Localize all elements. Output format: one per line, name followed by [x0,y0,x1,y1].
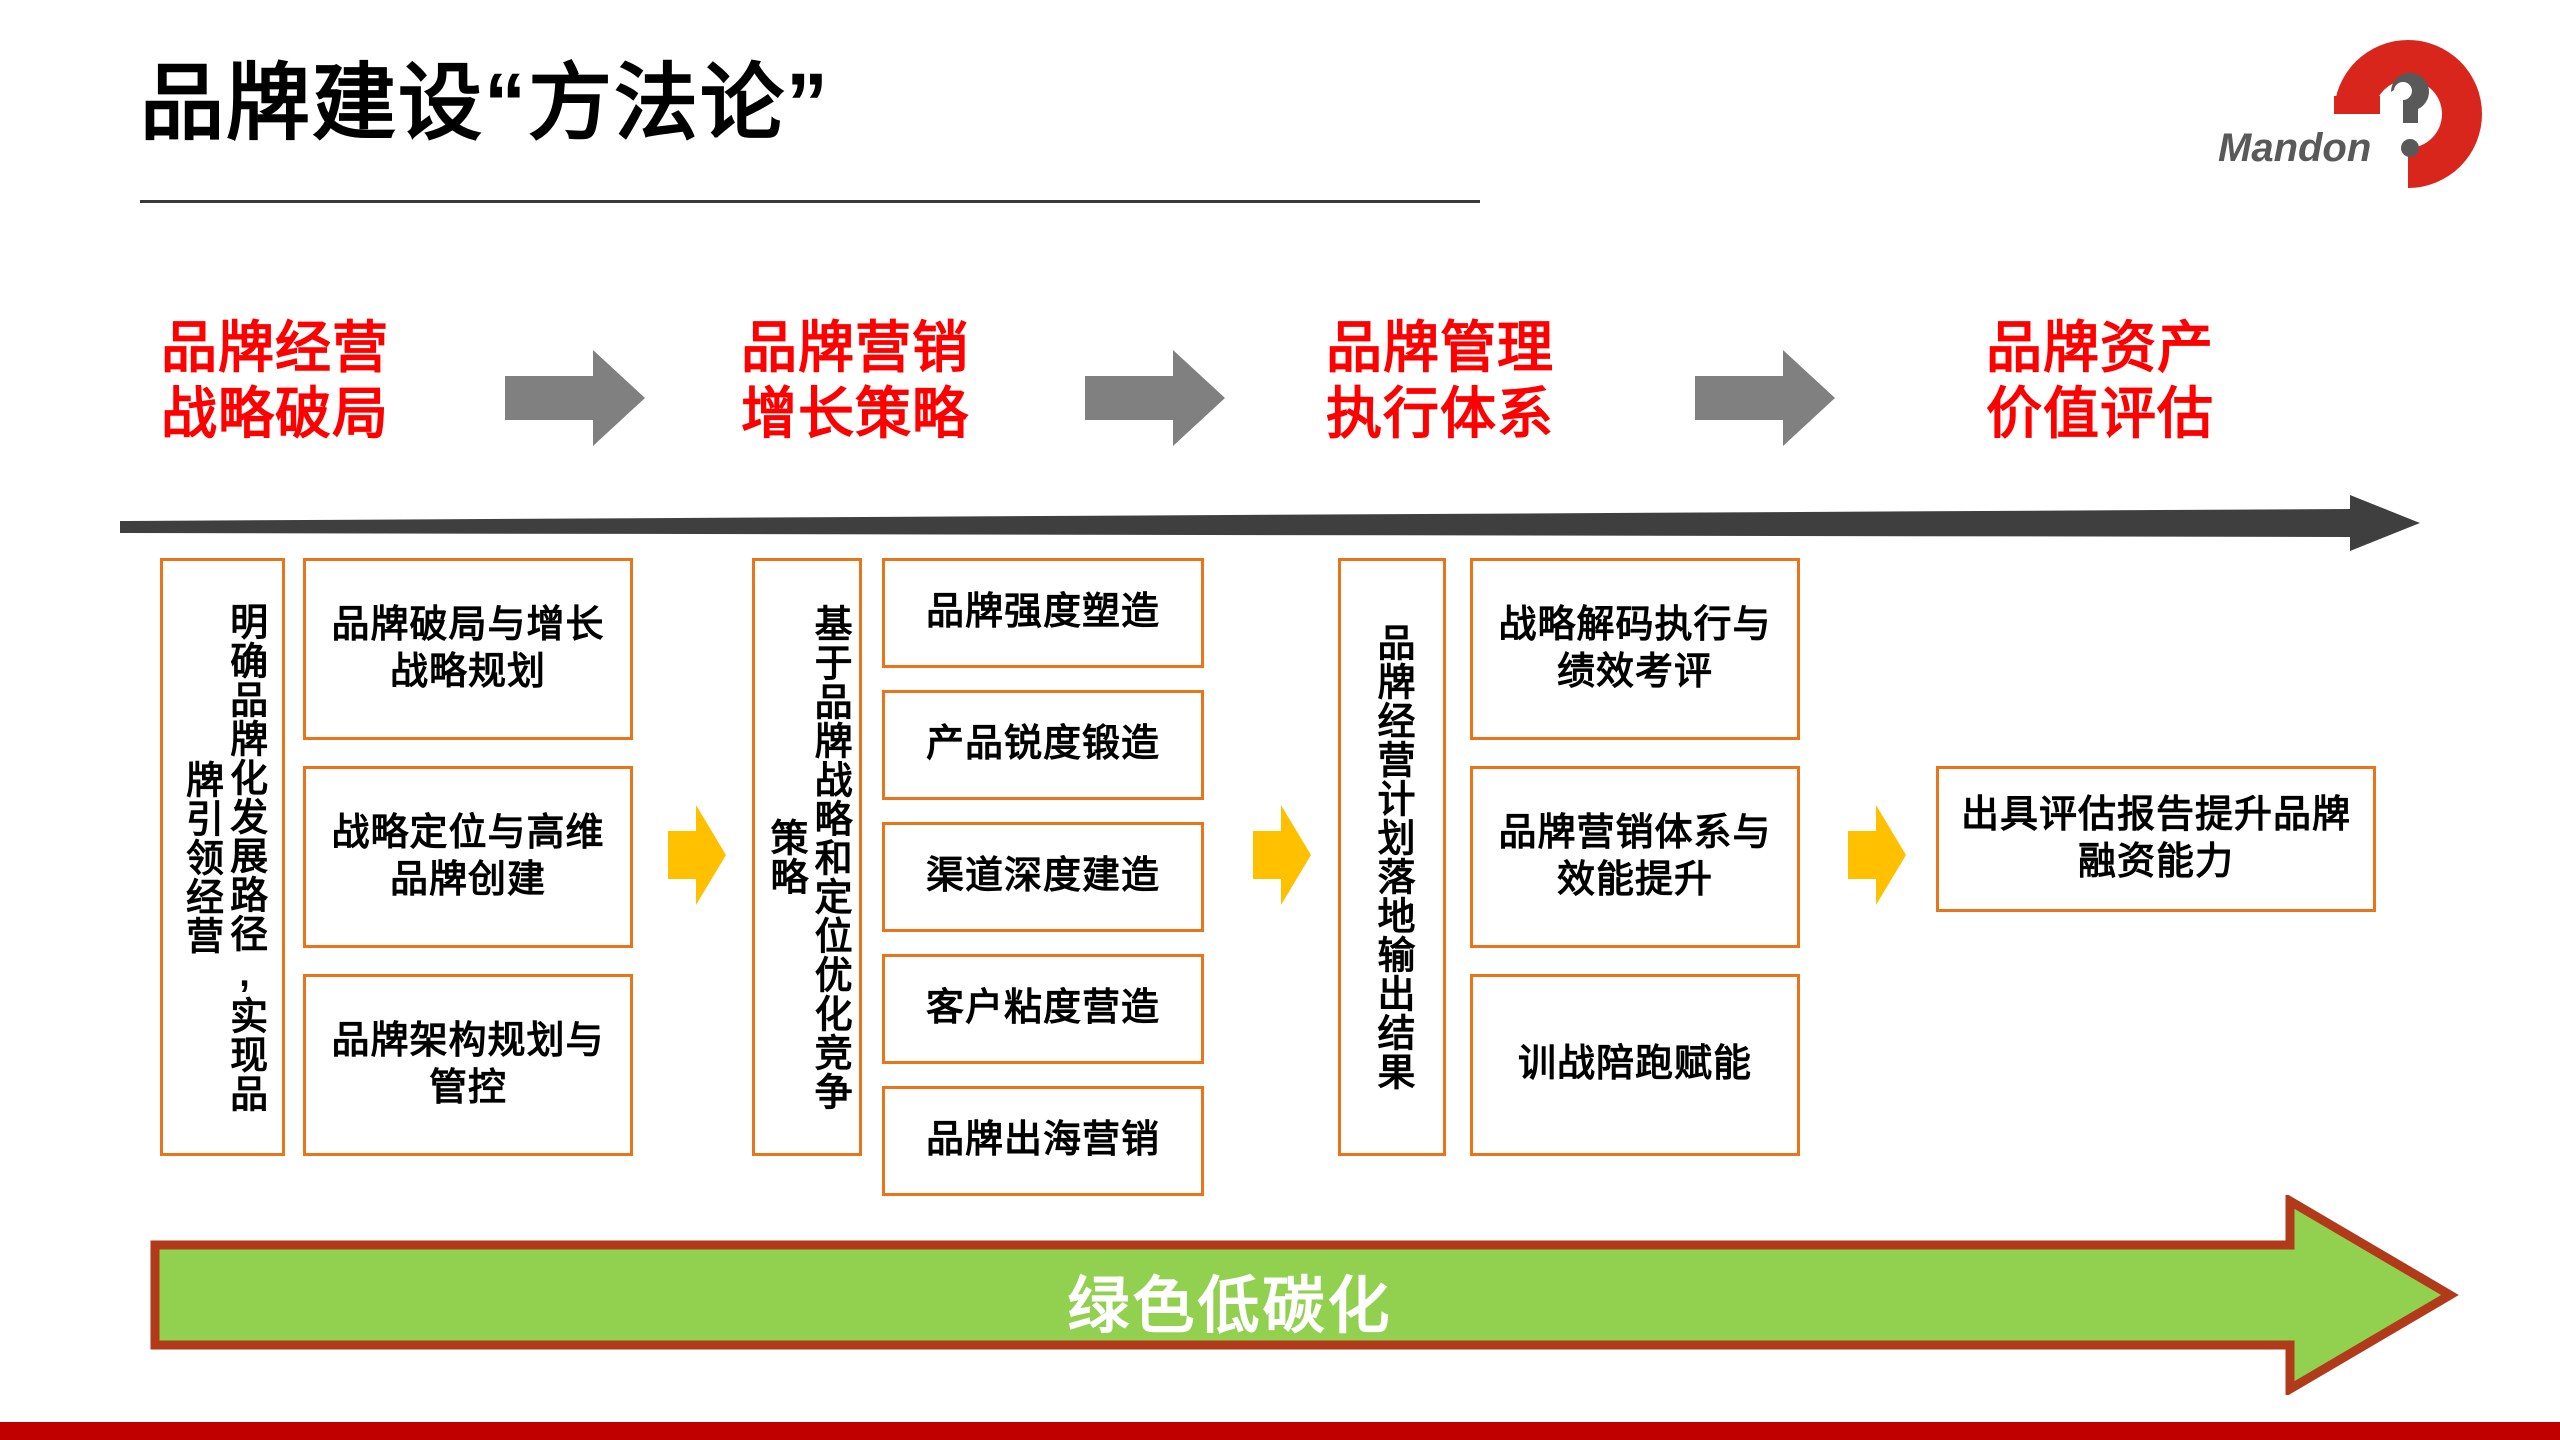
logo-wordmark: Mandon [2218,126,2372,170]
stage-title-line2: 战略破局 [161,382,389,446]
stage-3-item-2[interactable]: 品牌营销体系与效能提升 [1470,766,1800,948]
stage-3-summary-box: 品牌经营计划落地输出结果 [1338,558,1446,1156]
stage-title-line1: 品牌管理 [1326,316,1554,379]
stage-connector-arrow-icon-1 [505,350,645,446]
stage-connector-arrow-icon-2 [1085,350,1225,446]
stage-header-2: 品牌营销 增长策略 [690,315,1020,447]
stage-link-arrow-icon-2 [1253,805,1311,905]
stage-link-arrow-icon-3 [1848,805,1906,905]
brand-logo: Mandon [2210,30,2510,190]
stage-header-3: 品牌管理 执行体系 [1275,315,1605,447]
stage-title-line1: 品牌营销 [741,316,969,379]
stage-2-summary-box: 基于品牌战略和定位优化竞争策略 [752,558,862,1156]
stage-3-summary-text: 品牌经营计划落地输出结果 [1371,623,1414,1091]
stage-2-item-3[interactable]: 渠道深度建造 [882,822,1204,932]
item-label: 战略定位与高维品牌创建 [331,811,605,902]
stage-3-item-3[interactable]: 训战陪跑赋能 [1470,974,1800,1156]
item-label: 训战陪跑赋能 [1517,1043,1752,1086]
item-label: 品牌营销体系与效能提升 [1498,811,1772,902]
item-label: 战略解码执行与绩效考评 [1498,603,1772,694]
stage-1-summary-text: 明确品牌化发展路径,实现品牌引领经营 [179,601,266,1113]
item-label: 品牌出海营销 [925,1119,1160,1162]
stage-1-item-1[interactable]: 品牌破局与增长战略规划 [303,558,633,740]
stage-title-line2: 执行体系 [1326,382,1554,446]
item-label: 品牌强度塑造 [925,591,1160,634]
item-label: 出具评估报告提升品牌融资能力 [1960,793,2351,884]
item-label: 渠道深度建造 [925,855,1160,898]
stage-header-1: 品牌经营 战略破局 [110,315,440,447]
logo-mark-icon [2334,40,2482,188]
item-label: 品牌破局与增长战略规划 [331,603,605,694]
stage-2-item-5[interactable]: 品牌出海营销 [882,1086,1204,1196]
item-label: 产品锐度锻造 [925,723,1160,766]
stage-2-summary-text: 基于品牌战略和定位优化竞争策略 [764,603,851,1111]
page-title: 品牌建设“方法论” [140,56,831,150]
stage-3-item-1[interactable]: 战略解码执行与绩效考评 [1470,558,1800,740]
stage-1-item-2[interactable]: 战略定位与高维品牌创建 [303,766,633,948]
stage-link-arrow-icon-1 [668,805,726,905]
stage-title-line1: 品牌经营 [161,316,389,379]
item-label: 客户粘度营造 [925,987,1160,1030]
title-underline-divider [140,200,1480,203]
stage-2-item-1[interactable]: 品牌强度塑造 [882,558,1204,668]
stage-title-line2: 价值评估 [1986,382,2214,446]
stage-1-item-3[interactable]: 品牌架构规划与管控 [303,974,633,1156]
stage-connector-arrow-icon-3 [1695,350,1835,446]
stage-header-4: 品牌资产 价值评估 [1935,315,2265,447]
green-banner-arrow-icon [150,1195,2459,1395]
stage-4-item-1[interactable]: 出具评估报告提升品牌融资能力 [1936,766,2376,912]
timeline-arrow-icon [120,495,2420,551]
stage-2-item-2[interactable]: 产品锐度锻造 [882,690,1204,800]
stage-2-item-4[interactable]: 客户粘度营造 [882,954,1204,1064]
bottom-accent-bar [0,1422,2560,1440]
stage-title-line1: 品牌资产 [1986,316,2214,379]
stage-1-summary-box: 明确品牌化发展路径,实现品牌引领经营 [160,558,285,1156]
item-label: 品牌架构规划与管控 [331,1019,605,1110]
stage-title-line2: 增长策略 [741,382,969,446]
